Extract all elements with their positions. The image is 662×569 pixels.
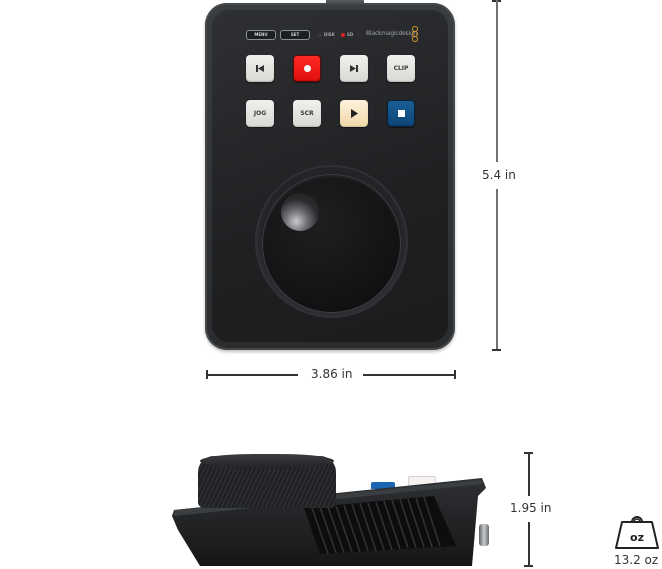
- disk-label: DISK: [324, 32, 335, 37]
- brand-logo-icon: [412, 26, 418, 42]
- depth-label: 1.95 in: [510, 501, 552, 515]
- set-button[interactable]: SET: [280, 30, 310, 40]
- stop-key[interactable]: [387, 100, 415, 127]
- record-icon: [303, 65, 311, 72]
- weight-label: 13.2 oz: [614, 553, 659, 567]
- scroll-key[interactable]: SCR: [293, 100, 321, 127]
- depth-dim-line-lower: [528, 522, 530, 565]
- disk-led: [318, 33, 322, 37]
- height-label: 5.4 in: [482, 168, 516, 182]
- side-jog-wheel-top: [200, 454, 334, 468]
- record-key[interactable]: [293, 55, 321, 82]
- sd-led: [341, 33, 345, 37]
- previous-clip-key[interactable]: [246, 55, 274, 82]
- height-dim-line-lower: [496, 189, 498, 349]
- width-dim-line-left: [206, 374, 298, 376]
- play-icon: [350, 109, 358, 118]
- brand-name: Blackmagicdesign: [366, 30, 418, 37]
- next-icon: [350, 65, 358, 72]
- width-label: 3.86 in: [311, 367, 353, 381]
- width-dim-tick-right: [454, 370, 456, 379]
- weight-icon: oz: [615, 516, 659, 549]
- depth-dim-line-upper: [528, 452, 530, 496]
- depth-dim-tick-bottom: [524, 565, 533, 567]
- height-dim-line-upper: [496, 0, 498, 162]
- stop-icon: [397, 110, 405, 117]
- width-dim-line-right: [363, 374, 455, 376]
- jog-wheel-finger-dimple: [281, 193, 319, 231]
- jog-key[interactable]: JOG: [246, 100, 274, 127]
- side-stop-key: [371, 482, 395, 489]
- play-key[interactable]: [340, 100, 368, 127]
- clip-key[interactable]: CLIP: [387, 55, 415, 82]
- next-clip-key[interactable]: [340, 55, 368, 82]
- jog-wheel[interactable]: [263, 175, 400, 312]
- weight-unit-text: oz: [630, 531, 644, 544]
- previous-icon: [256, 65, 264, 72]
- side-connector-port: [479, 524, 489, 546]
- height-dim-tick-bottom: [492, 349, 501, 351]
- menu-button[interactable]: MENU: [246, 30, 276, 40]
- sd-label: SD: [347, 32, 354, 37]
